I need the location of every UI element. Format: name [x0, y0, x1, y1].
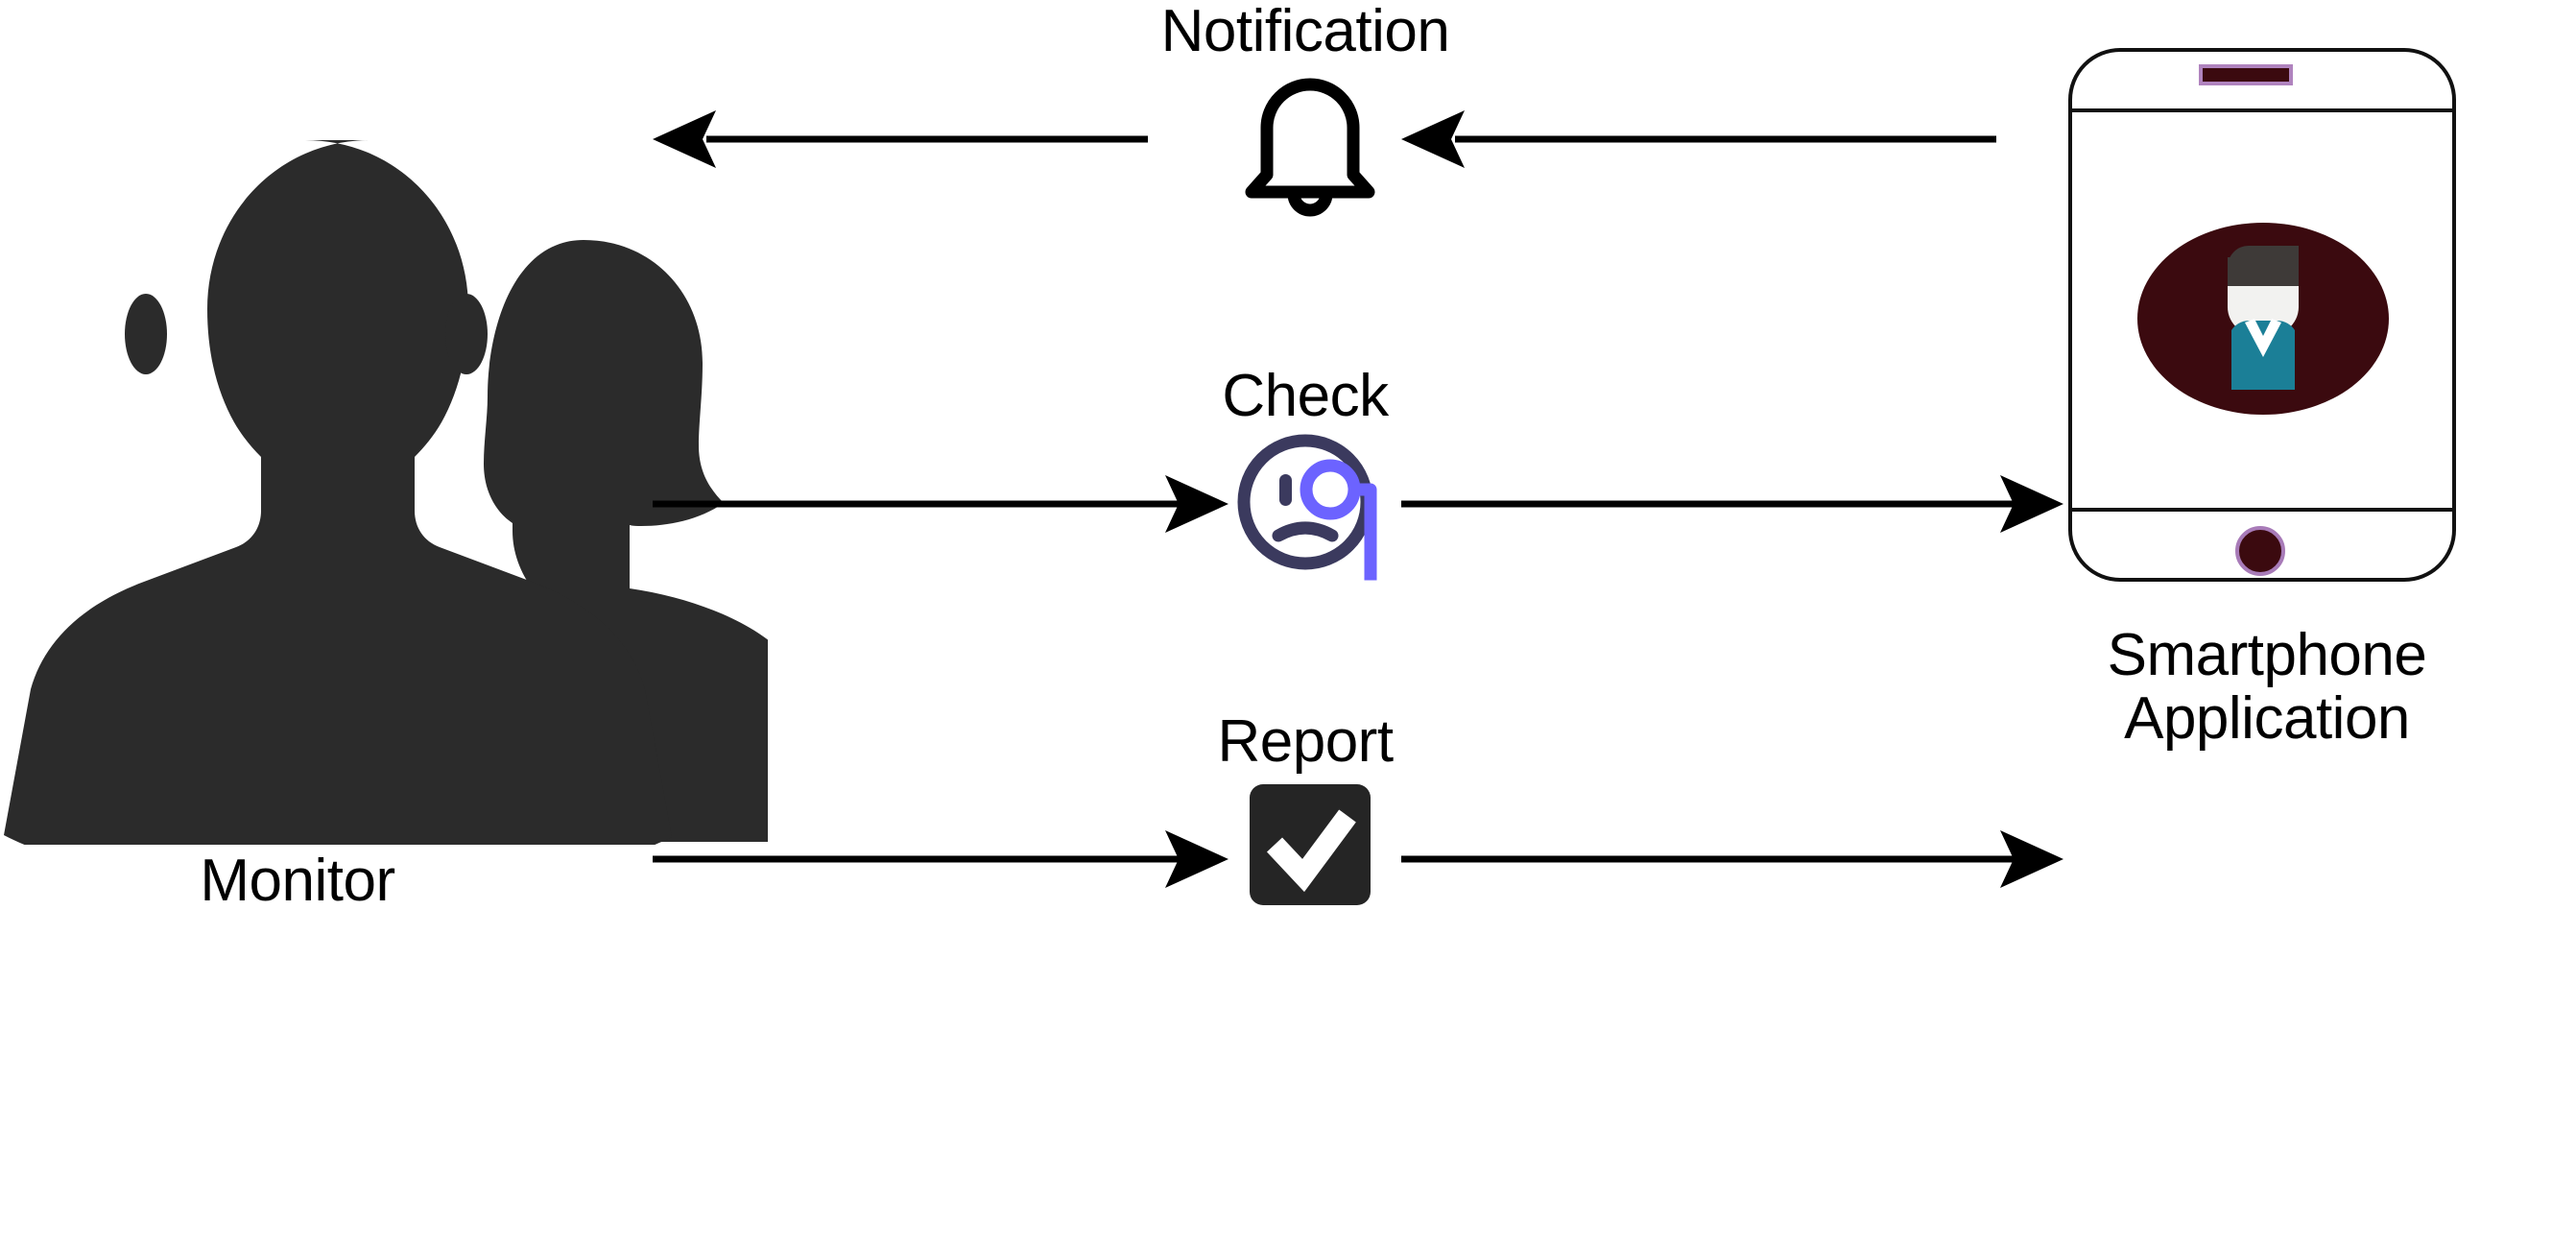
- arrow-check-right: [1401, 475, 2063, 533]
- smartphone-label-line2: Application: [2124, 684, 2410, 752]
- checkmark-box-icon: [1250, 784, 1371, 905]
- arrow-notification-left: [653, 110, 1148, 168]
- smartphone-application-label: Smartphone Application: [2041, 624, 2493, 750]
- flow-row-report: Report: [653, 708, 2073, 1018]
- phone-screen-bottom-divider: [2068, 508, 2456, 512]
- flow-row-check: Check: [653, 363, 2073, 653]
- phone-screen-top-divider: [2068, 108, 2456, 112]
- check-label: Check: [1222, 363, 1389, 429]
- flow-row-notification: Notification: [653, 0, 2073, 288]
- smartphone-icon: [2068, 48, 2462, 586]
- arrow-report-right: [1401, 830, 2063, 888]
- monocle-face-icon: [1237, 434, 1377, 581]
- arrow-check-left: [653, 475, 1228, 533]
- bell-icon: [1245, 78, 1375, 217]
- phone-speaker-bar: [2199, 64, 2293, 85]
- smartphone-actor: Smartphone Application: [2068, 48, 2567, 1229]
- arrow-notification-right: [1401, 110, 1996, 168]
- smartphone-label-line1: Smartphone: [2107, 622, 2427, 688]
- doctor-avatar-icon[interactable]: [2137, 223, 2389, 415]
- report-label: Report: [1217, 708, 1394, 775]
- monitor-actor: Monitor: [0, 134, 768, 979]
- phone-home-button[interactable]: [2235, 526, 2285, 576]
- arrow-report-left: [653, 830, 1228, 888]
- notification-label: Notification: [1160, 0, 1450, 64]
- monitor-label: Monitor: [200, 848, 395, 914]
- two-people-silhouette-icon: [4, 140, 768, 845]
